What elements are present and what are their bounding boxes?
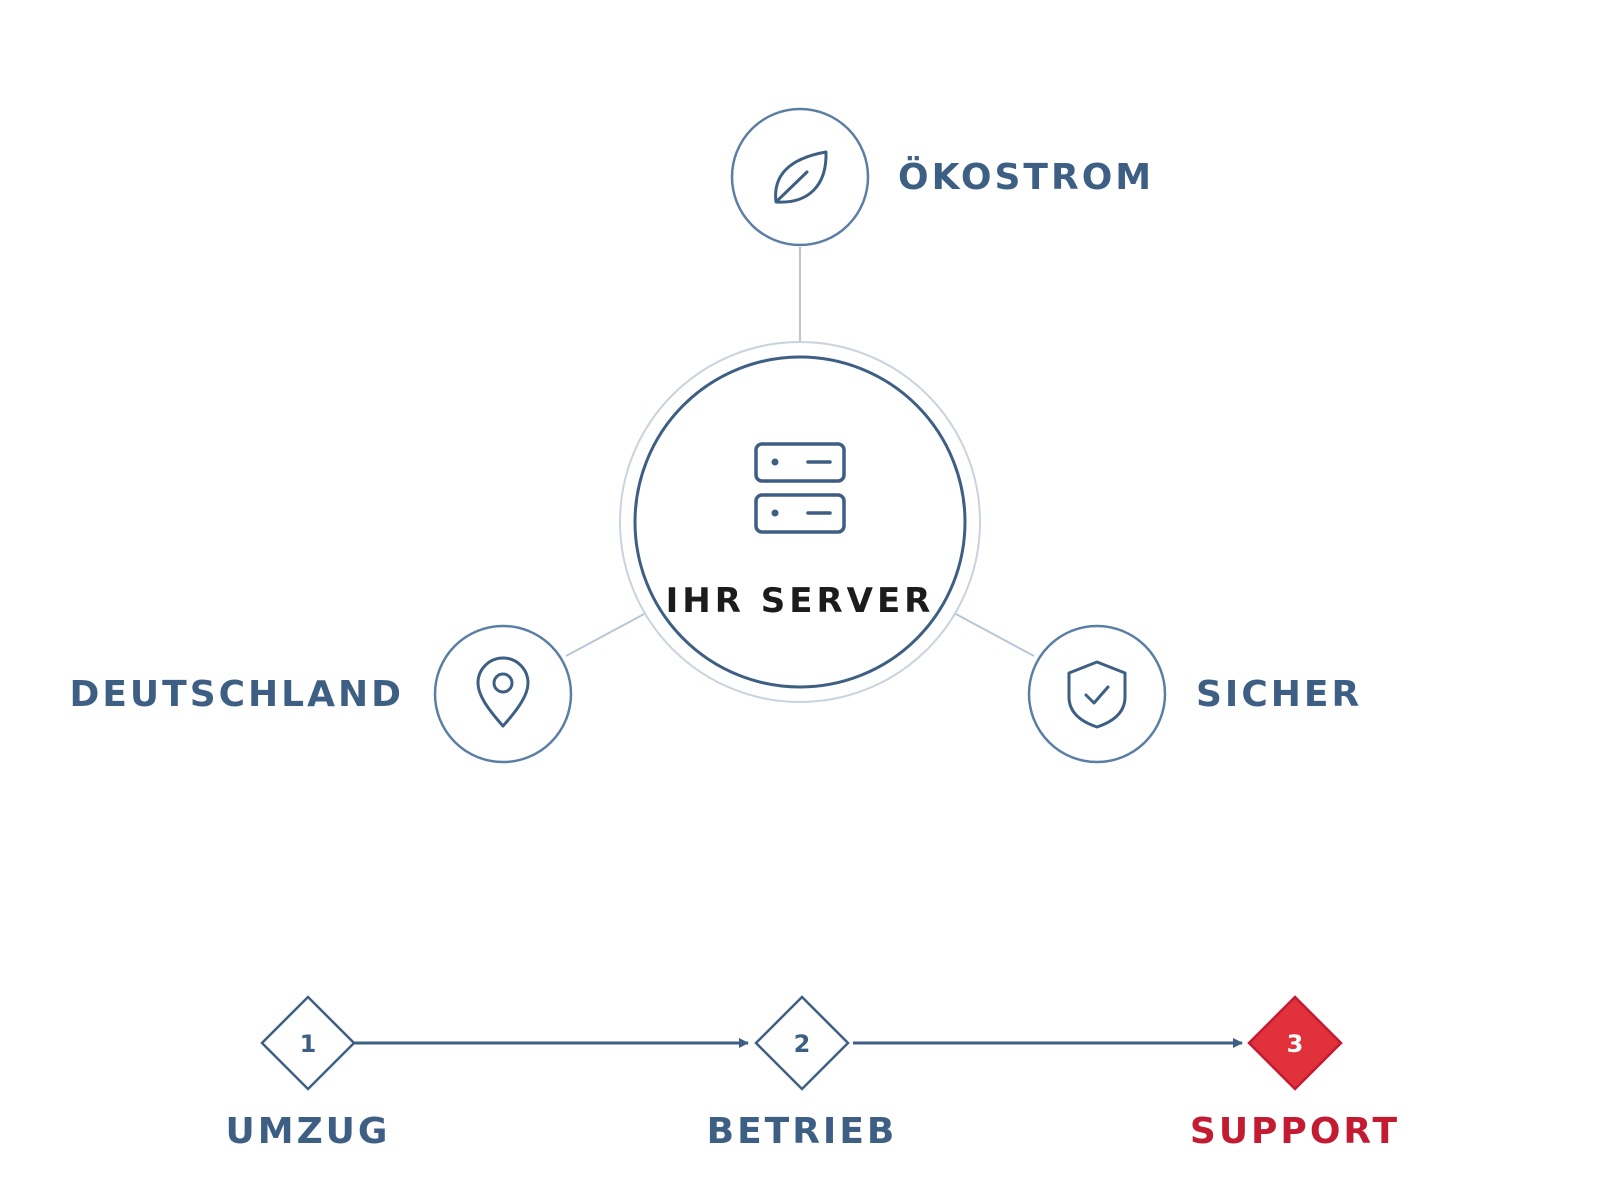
leaf-icon: [774, 150, 828, 204]
hub-inner-ring: [633, 355, 967, 689]
step-diamond-1: [260, 995, 356, 1091]
step-label-support: SUPPORT: [1190, 1111, 1400, 1152]
connector-deutschland: [565, 612, 647, 657]
feature-label-okostrom: ÖKOSTROM: [898, 156, 1154, 198]
step-umzug: 1 UMZUG: [226, 995, 391, 1152]
location-pin-icon: [476, 656, 530, 728]
step-label-betrieb: BETRIEB: [707, 1111, 898, 1152]
step-number-2: 2: [794, 1030, 811, 1058]
feature-sicher: SICHER: [1027, 624, 1362, 764]
hub: IHR SERVER: [619, 341, 981, 703]
step-diamond-2: [754, 995, 850, 1091]
feature-okostrom: ÖKOSTROM: [730, 107, 1154, 247]
step-number-1: 1: [300, 1030, 317, 1058]
feature-ring-deutschland: [433, 624, 573, 764]
connectors: [565, 247, 1035, 657]
feature-label-sicher: SICHER: [1196, 674, 1362, 715]
hub-outer-ring: [619, 341, 981, 703]
process-steps: 1 UMZUG 2 BETRIEB 3 SUPPORT: [226, 995, 1400, 1152]
step-diamond-3: [1247, 995, 1343, 1091]
connector-sicher: [953, 612, 1035, 657]
feature-label-deutschland: DEUTSCHLAND: [69, 674, 404, 715]
step-label-umzug: UMZUG: [226, 1111, 391, 1152]
feature-ring-sicher: [1027, 624, 1167, 764]
hub-label: IHR SERVER: [666, 581, 935, 621]
step-number-3: 3: [1287, 1030, 1304, 1058]
feature-deutschland: DEUTSCHLAND: [69, 624, 573, 764]
step-betrieb: 2 BETRIEB: [707, 995, 898, 1152]
step-support: 3 SUPPORT: [1190, 995, 1400, 1152]
server-icon: [754, 442, 846, 534]
shield-check-icon: [1067, 660, 1127, 729]
